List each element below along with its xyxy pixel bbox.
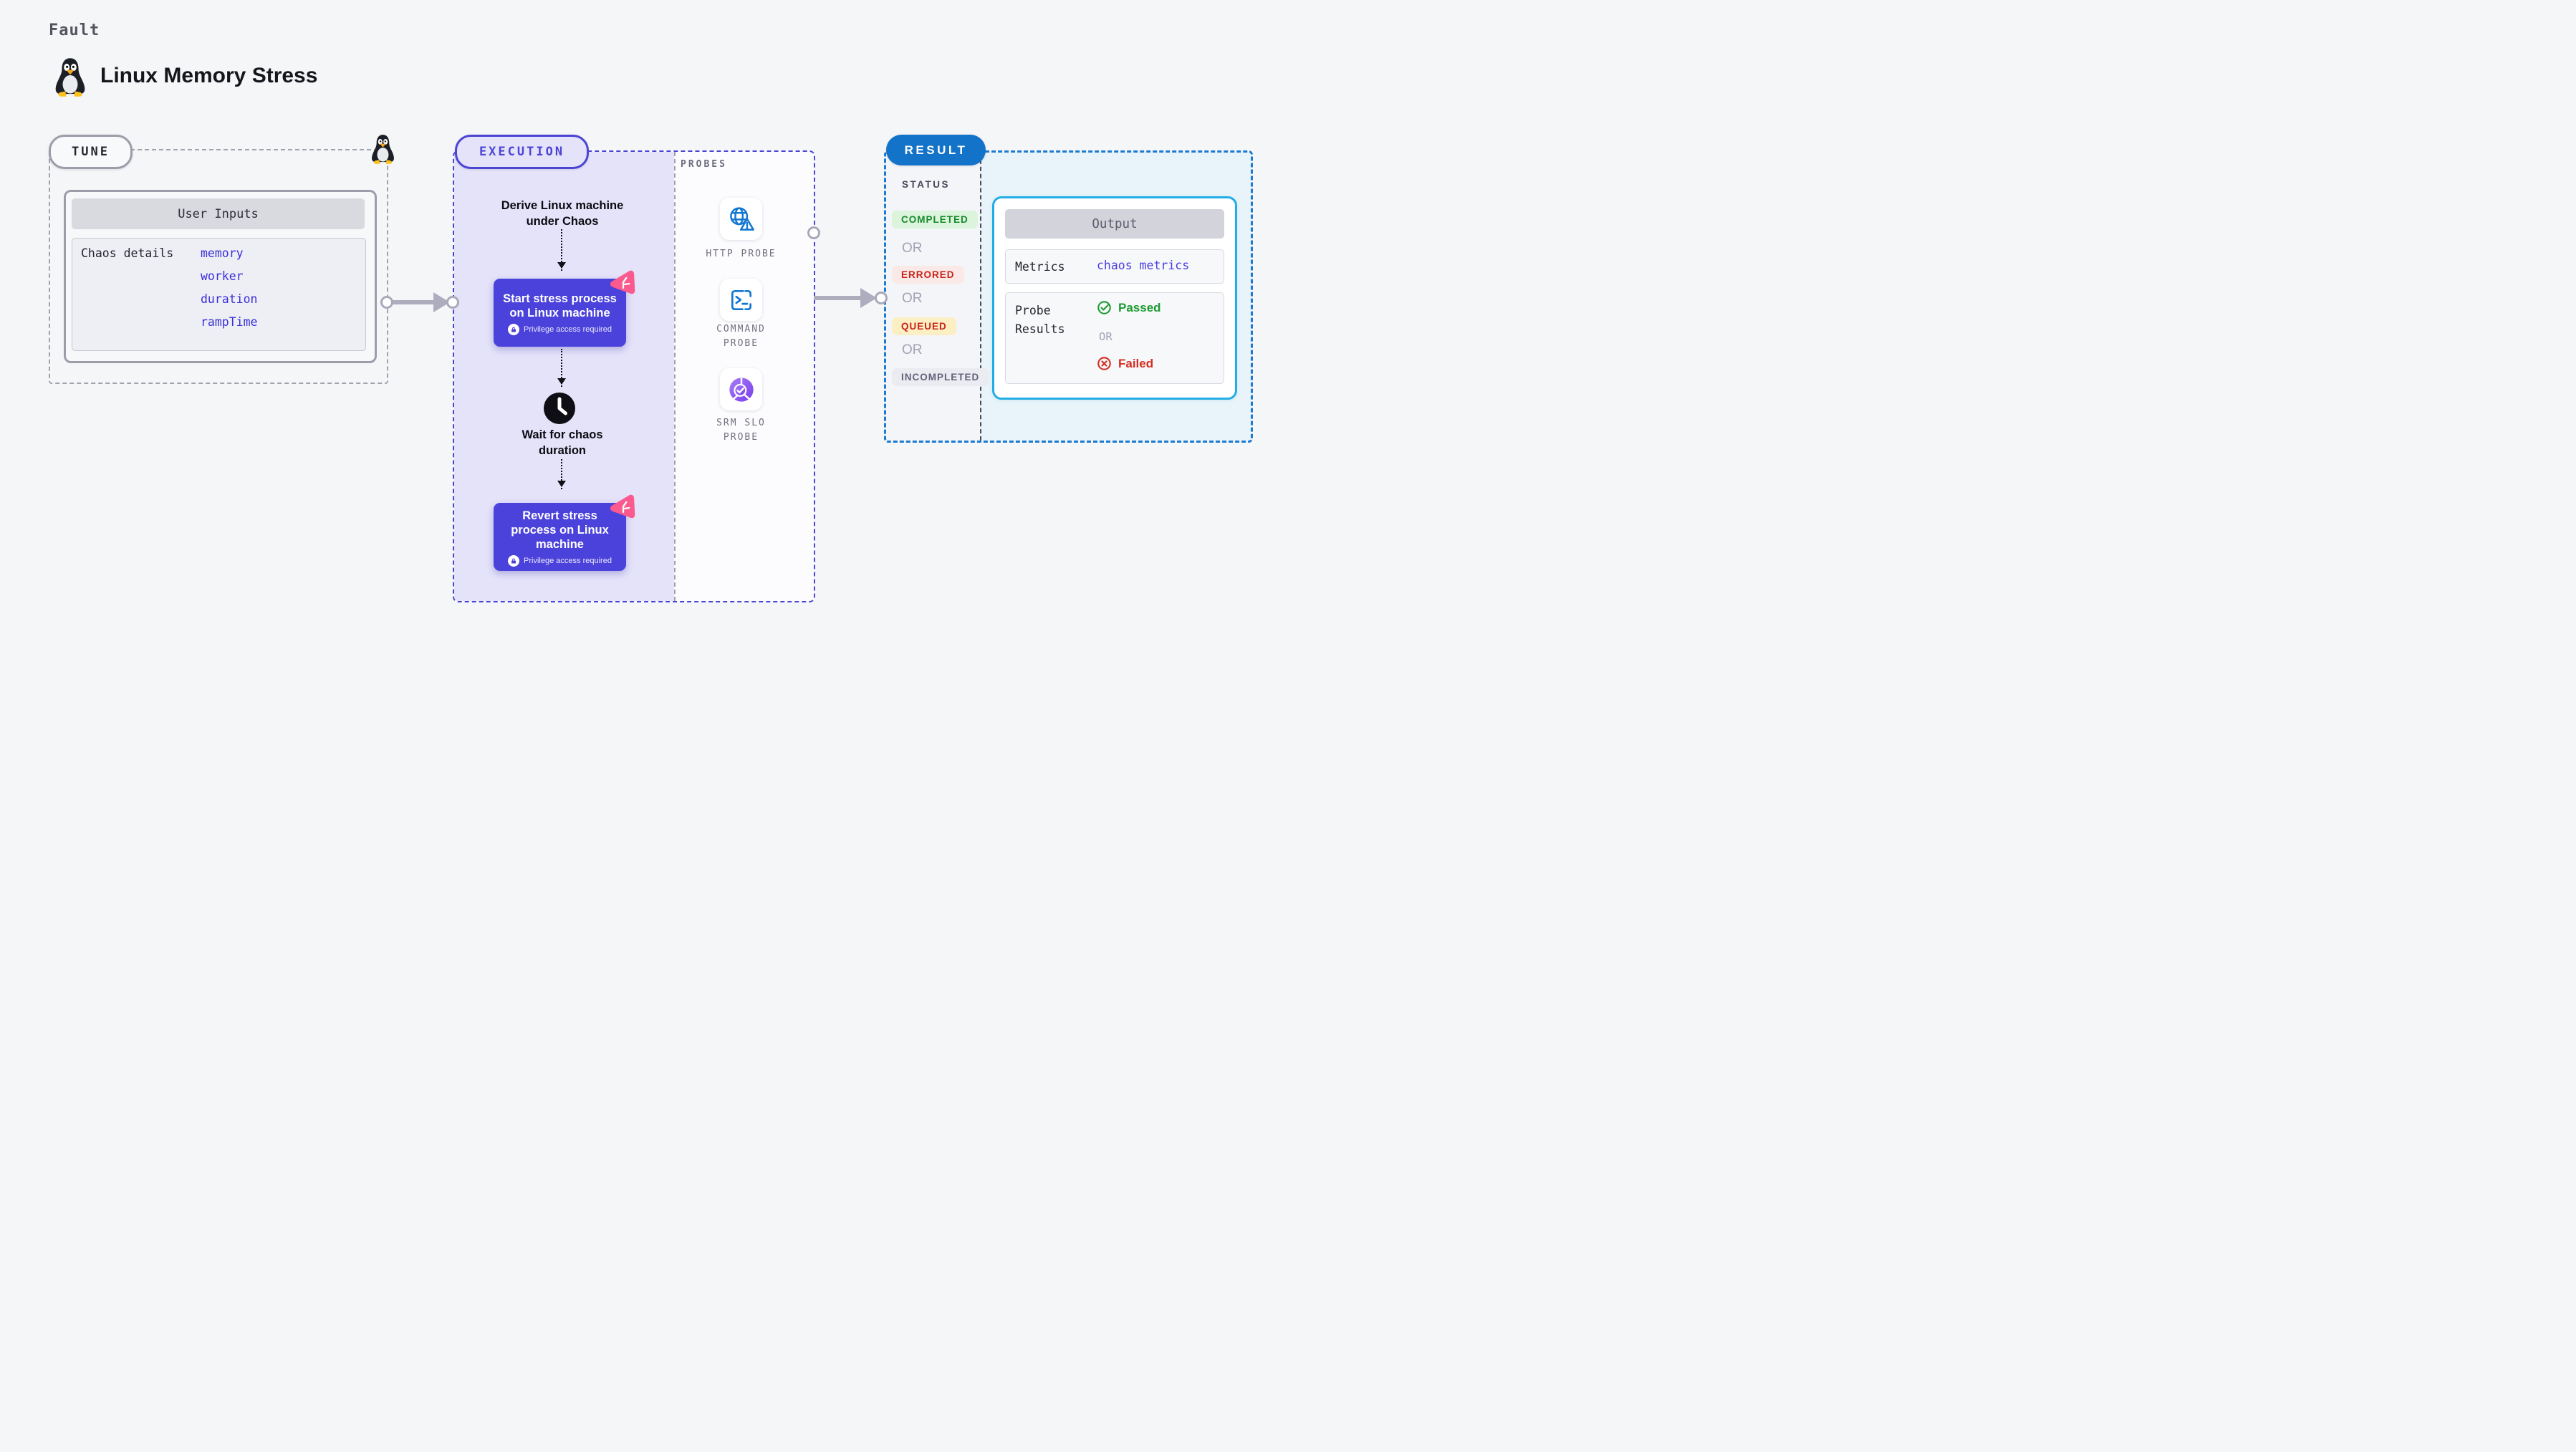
revert-stress-node: Revert stress process on Linux machine P…: [494, 503, 626, 571]
terminal-icon: [731, 289, 751, 310]
arrow-tune-to-execution: [387, 300, 434, 304]
arrow-tune-to-execution-head: [433, 292, 450, 312]
x-circle-icon: [1097, 357, 1111, 370]
slo-donut-check-icon: [729, 377, 754, 402]
execution-probes-divider: [674, 152, 676, 601]
status-title: STATUS: [902, 179, 950, 190]
status-badge-incompleted: INCOMPLETED: [892, 368, 989, 386]
globe-alert-icon: [729, 206, 754, 231]
chaos-details-values: memory worker duration rampTime: [201, 246, 257, 329]
flow-arrow-2: [557, 349, 566, 387]
derive-step-label: Derive Linux machine under Chaos: [501, 199, 624, 229]
privilege-label: Privilege access required: [524, 325, 612, 335]
result-badge: RESULT: [886, 135, 986, 165]
http-probe-card: [720, 198, 762, 240]
privilege-row: Privilege access required: [508, 555, 612, 567]
metrics-label: Metrics: [1015, 260, 1065, 274]
command-probe-card: [720, 279, 762, 321]
chaos-details-panel: [72, 238, 366, 351]
status-badge-errored: ERRORED: [892, 266, 964, 284]
flow-arrow-1: [557, 229, 566, 271]
flow-arrow-3: [557, 459, 566, 489]
result-status-divider: [980, 153, 981, 441]
wait-step-label: Wait for chaos duration: [522, 428, 603, 458]
srm-probe-card: [720, 368, 762, 410]
output-card: Output Metrics chaos metrics Probe Resul…: [992, 196, 1237, 400]
lock-icon: [508, 555, 520, 567]
start-stress-node: Start stress process on Linux machine Pr…: [494, 279, 626, 347]
input-duration: duration: [201, 292, 258, 306]
revert-stress-label: Revert stress process on Linux machine: [511, 509, 609, 552]
command-probe-label: COMMAND PROBE: [716, 324, 766, 350]
probe-results-row: Probe Results Passed OR Failed: [1005, 292, 1224, 384]
lock-icon: [508, 324, 520, 336]
check-circle-icon: [1097, 301, 1111, 314]
or-separator: OR: [902, 342, 923, 357]
start-stress-label: Start stress process on Linux machine: [503, 292, 617, 319]
output-header: Output: [1005, 209, 1224, 239]
failed-label: Failed: [1118, 356, 1154, 370]
passed-label: Passed: [1118, 300, 1161, 314]
status-badge-queued: QUEUED: [892, 317, 956, 335]
chaos-scenario-icon: [610, 270, 635, 294]
connector-dot-result: [875, 292, 888, 304]
connector-dot-probes: [807, 226, 820, 239]
connector-dot-execution: [446, 296, 459, 309]
tux-corner-icon: [372, 135, 394, 164]
chaos-metrics-link[interactable]: chaos metrics: [1097, 259, 1190, 272]
or-separator: OR: [902, 291, 923, 306]
input-memory: memory: [201, 246, 244, 260]
input-worker: worker: [201, 269, 244, 283]
or-separator: OR: [902, 241, 923, 256]
fault-diagram: Fault Linux Memory Stress TUNE User Inpu…: [0, 0, 1288, 726]
privilege-row: Privilege access required: [508, 324, 612, 336]
execution-badge: EXECUTION: [455, 135, 589, 169]
connector-dot-tune: [380, 296, 393, 309]
or-separator: OR: [1099, 330, 1112, 343]
failed-result: Failed: [1097, 356, 1153, 371]
passed-result: Passed: [1097, 300, 1161, 315]
arrow-execution-to-result: [814, 296, 861, 300]
clock-icon: [544, 393, 575, 424]
srm-probe-label: SRM SLO PROBE: [716, 418, 766, 443]
tune-badge: TUNE: [49, 135, 133, 169]
chaos-scenario-icon: [610, 494, 635, 519]
arrow-execution-to-result-head: [860, 288, 877, 308]
status-badge-completed: COMPLETED: [892, 211, 978, 229]
user-inputs-header: User Inputs: [72, 198, 365, 229]
probe-results-label: Probe Results: [1015, 304, 1065, 337]
tux-linux-icon: [55, 58, 85, 97]
probes-title: PROBES: [681, 159, 727, 170]
http-probe-label: HTTP PROBE: [706, 249, 777, 259]
page-title: Linux Memory Stress: [100, 64, 318, 87]
tune-section-box: [49, 149, 388, 384]
metrics-row: Metrics chaos metrics: [1005, 249, 1224, 284]
privilege-label: Privilege access required: [524, 557, 612, 566]
input-ramptime: rampTime: [201, 315, 258, 329]
chaos-details-label: Chaos details: [81, 246, 174, 260]
fault-kicker: Fault: [49, 21, 100, 39]
